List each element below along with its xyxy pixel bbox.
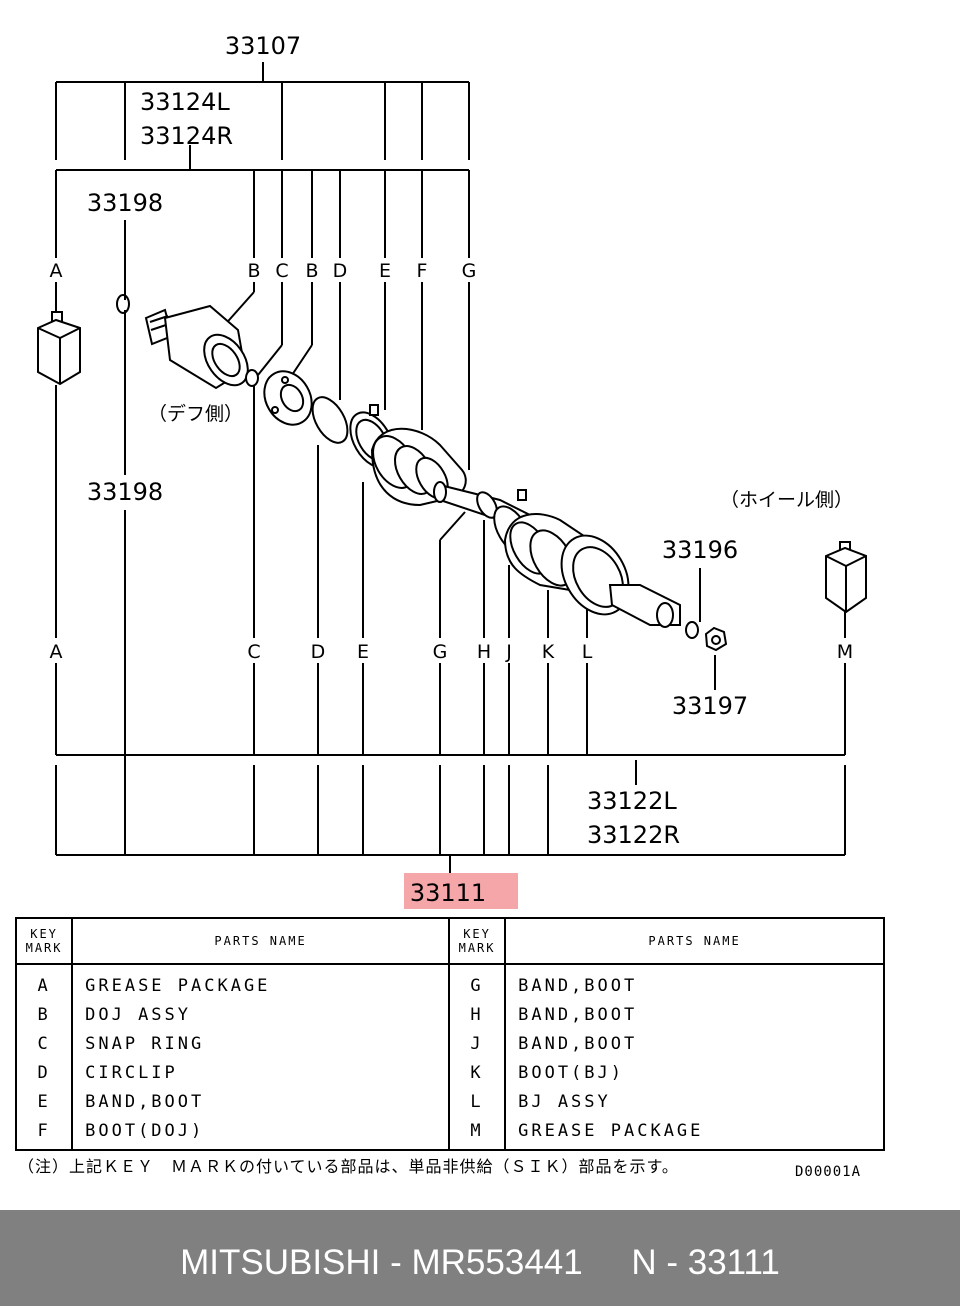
footer-part-number: MITSUBISHI - MR553441 N - 33111 bbox=[180, 1243, 780, 1282]
key-cell: A bbox=[16, 964, 74, 1000]
callout-33107: 33107 bbox=[225, 32, 301, 60]
doj-outer-race bbox=[144, 304, 249, 390]
key-upper-b2: B bbox=[305, 260, 318, 282]
table-row: F BOOT(DOJ) M GREASE PACKAGE bbox=[16, 1116, 884, 1150]
callout-33198-lower: 33198 bbox=[87, 478, 163, 506]
key-lower-a: A bbox=[50, 641, 63, 663]
bj-assy bbox=[560, 534, 681, 628]
key-cell: F bbox=[16, 1116, 74, 1150]
name-cell: BOOT(DOJ) bbox=[72, 1116, 450, 1150]
highlight-box bbox=[404, 873, 518, 909]
name-cell: GREASE PACKAGE bbox=[72, 964, 450, 1000]
document-code: D00001A bbox=[795, 1164, 862, 1180]
grease-package-right bbox=[825, 541, 867, 614]
key-cell: H bbox=[448, 1000, 507, 1029]
callout-33198-upper: 33198 bbox=[87, 189, 163, 217]
callout-33111: 33111 bbox=[410, 879, 486, 907]
key-upper-a: A bbox=[50, 260, 63, 282]
key-cell: J bbox=[448, 1029, 507, 1058]
callout-33124l: 33124L bbox=[140, 88, 230, 116]
grease-package-left bbox=[37, 311, 81, 386]
doj-cage bbox=[263, 370, 313, 426]
callout-33122l: 33122L bbox=[587, 787, 677, 815]
snap-ring-33198 bbox=[116, 294, 130, 314]
name-cell: BOOT(BJ) bbox=[518, 1062, 624, 1083]
nut-33197 bbox=[704, 626, 728, 652]
key-lower-e: E bbox=[357, 641, 369, 663]
key-lower-j: J bbox=[505, 641, 512, 663]
table-row: E BAND,BOOT L BJ ASSY bbox=[16, 1087, 884, 1116]
table-row: A GREASE PACKAGE G BAND,BOOT bbox=[16, 964, 884, 1000]
name-cell: BAND,BOOT bbox=[518, 975, 638, 996]
name-cell: DOJ ASSY bbox=[72, 1000, 450, 1029]
name-cell: CIRCLIP bbox=[72, 1058, 450, 1087]
key-lower-h: H bbox=[477, 641, 491, 663]
table-row: D CIRCLIP K BOOT(BJ) bbox=[16, 1058, 884, 1087]
key-upper-g: G bbox=[462, 260, 477, 282]
key-cell: B bbox=[16, 1000, 74, 1029]
diff-side-label: （デフ側） bbox=[148, 403, 243, 425]
key-upper-f: F bbox=[417, 260, 428, 282]
key-upper-d: D bbox=[333, 260, 348, 282]
snap-ring-c bbox=[245, 369, 259, 387]
name-cell: BAND,BOOT bbox=[518, 1033, 638, 1054]
name-cell: GREASE PACKAGE bbox=[518, 1120, 704, 1141]
wheel-side-label: （ホイール側） bbox=[720, 489, 853, 511]
name-cell: BJ ASSY bbox=[518, 1091, 611, 1112]
key-cell: M bbox=[448, 1116, 507, 1150]
key-lower-k: K bbox=[542, 641, 555, 663]
key-lower-g: G bbox=[433, 641, 448, 663]
footnote: （注）上記ＫＥＹ ＭＡＲＫの付いている部品は、単品非供給（ＳＩＫ）部品を示す。 bbox=[18, 1157, 679, 1176]
key-cell: L bbox=[448, 1087, 507, 1116]
key-cell: G bbox=[448, 964, 507, 1000]
key-cell: D bbox=[16, 1058, 74, 1087]
key-upper-c: C bbox=[275, 260, 288, 282]
parts-name-header-right: PARTS NAME bbox=[505, 918, 884, 965]
name-cell: SNAP RING bbox=[72, 1029, 450, 1058]
footer-bar: MITSUBISHI - MR553441 N - 33111 bbox=[0, 1210, 960, 1306]
table-row: C SNAP RING J BAND,BOOT bbox=[16, 1029, 884, 1058]
key-upper-b1: B bbox=[247, 260, 260, 282]
parts-name-header-left: PARTS NAME bbox=[72, 918, 450, 965]
key-cell: K bbox=[448, 1058, 507, 1087]
key-upper-e: E bbox=[379, 260, 391, 282]
key-lower-d: D bbox=[311, 641, 326, 663]
key-cell: E bbox=[16, 1087, 74, 1116]
circlip-d bbox=[311, 396, 349, 444]
name-cell: BAND,BOOT bbox=[518, 1004, 638, 1025]
callout-33197: 33197 bbox=[672, 692, 748, 720]
exploded-parts-diagram: 33107 33124L 33124R 33198 33198 33196 33… bbox=[37, 32, 867, 909]
callout-33122r: 33122R bbox=[587, 821, 680, 849]
callout-33124r: 33124R bbox=[140, 122, 233, 150]
washer-33196 bbox=[685, 621, 699, 639]
key-cell: C bbox=[16, 1029, 74, 1058]
key-lower-l: L bbox=[582, 641, 593, 663]
key-lower-m: M bbox=[837, 641, 853, 663]
callout-33196: 33196 bbox=[662, 536, 738, 564]
name-cell: BAND,BOOT bbox=[72, 1087, 450, 1116]
key-lower-c: C bbox=[247, 641, 260, 663]
table-row: B DOJ ASSY H BAND,BOOT bbox=[16, 1000, 884, 1029]
